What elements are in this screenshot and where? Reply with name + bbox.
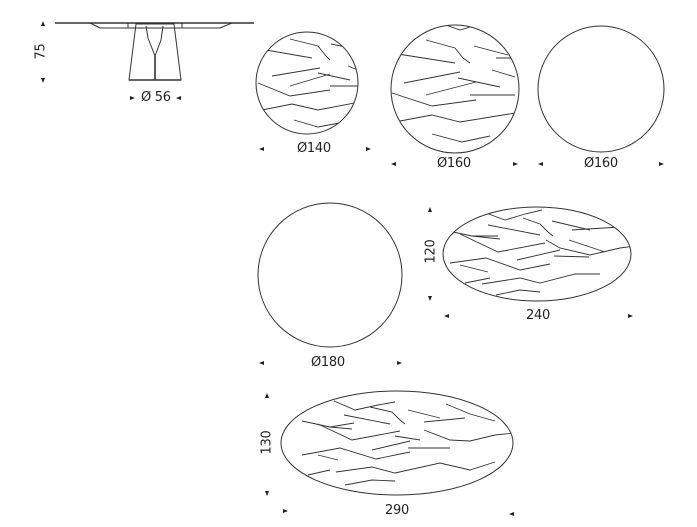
side-view-height-label: 75: [33, 43, 49, 60]
round-160-grain-top: [390, 24, 520, 154]
side-view-arrows: [41, 21, 181, 100]
oval-240-width-label: 240: [526, 308, 550, 323]
dim-arrows-290x130: [265, 393, 514, 516]
pedestal-split-right: [154, 25, 164, 57]
round-160-grain-label: Ø160: [437, 156, 471, 171]
pedestal-split-left: [145, 25, 156, 80]
oval-290x130-grain-top: [280, 390, 514, 496]
dim-arrows-240x120: [428, 207, 633, 318]
dim-arrows-140: [259, 147, 371, 151]
round-180-label: Ø180: [311, 355, 345, 370]
side-view-base-label: Ø 56: [141, 90, 171, 105]
round-140-label: Ø140: [297, 141, 331, 156]
round-180-plain-top: [257, 202, 403, 348]
oval-240x120-grain-top: [442, 206, 632, 302]
round-140-grain-top: [255, 31, 359, 135]
side-view: [55, 22, 254, 81]
oval-240-height-label: 120: [423, 239, 439, 264]
tabletop-underside-left: [89, 22, 176, 29]
dim-arrows-160-grain: [391, 162, 518, 166]
round-160-plain-label: Ø160: [584, 156, 618, 171]
oval-290-height-label: 130: [259, 430, 275, 455]
oval-290-width-label: 290: [385, 503, 409, 518]
round-160-plain-top: [537, 25, 665, 153]
dim-arrows-180: [259, 361, 402, 365]
tabletop-underside-right: [176, 22, 233, 29]
dim-arrows-160-plain: [538, 162, 664, 166]
